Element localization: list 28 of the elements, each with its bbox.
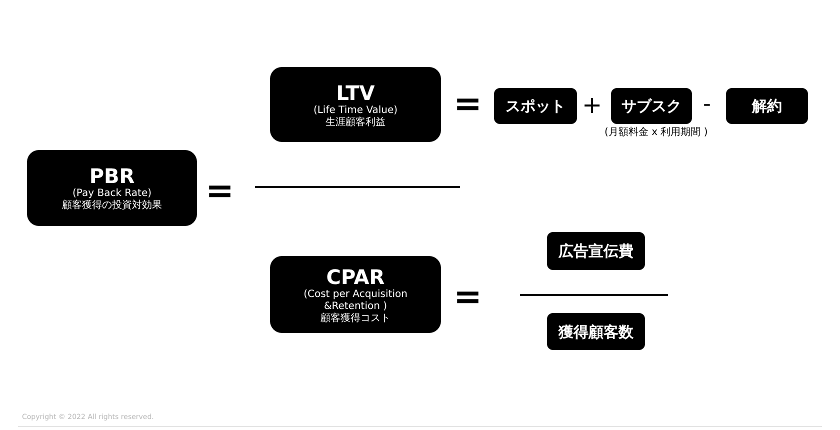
metric-full-name: (Pay Back Rate) [72, 188, 152, 200]
metric-box [270, 67, 441, 142]
plus-sign: + [582, 93, 602, 117]
term-label: 解約 [752, 97, 782, 115]
equals-sign: = [454, 87, 482, 121]
term-box [547, 232, 645, 270]
term-box [726, 88, 808, 124]
equals-sign: = [206, 174, 234, 208]
metric-japanese-name: 顧客獲得の投資対効果 [62, 200, 162, 212]
equals-sign: = [454, 280, 482, 314]
metric-japanese-name: 生涯顧客利益 [326, 116, 386, 128]
term-box [611, 88, 692, 124]
metric-abbreviation: LTV [336, 80, 375, 104]
metric-full-name: (Life Time Value) [313, 104, 398, 116]
term-label: サブスク [622, 97, 682, 115]
minus-sign: - [703, 94, 711, 116]
metric-box [270, 256, 441, 333]
term-box [494, 88, 577, 124]
formula-note: (月額料金 x 利用期間 ) [604, 127, 708, 139]
term-box [547, 313, 645, 350]
metric-japanese-name: 顧客獲得コスト [320, 312, 390, 324]
metric-box [27, 150, 197, 226]
metric-abbreviation: CPAR [326, 264, 385, 288]
term-label: 獲得顧客数 [558, 322, 634, 340]
term-label: スポット [506, 97, 566, 115]
metric-abbreviation: PBR [89, 164, 135, 188]
term-label: 広告宣伝費 [558, 242, 634, 260]
metric-full-name: (Cost per Acquisition &Retention ) [302, 288, 408, 312]
